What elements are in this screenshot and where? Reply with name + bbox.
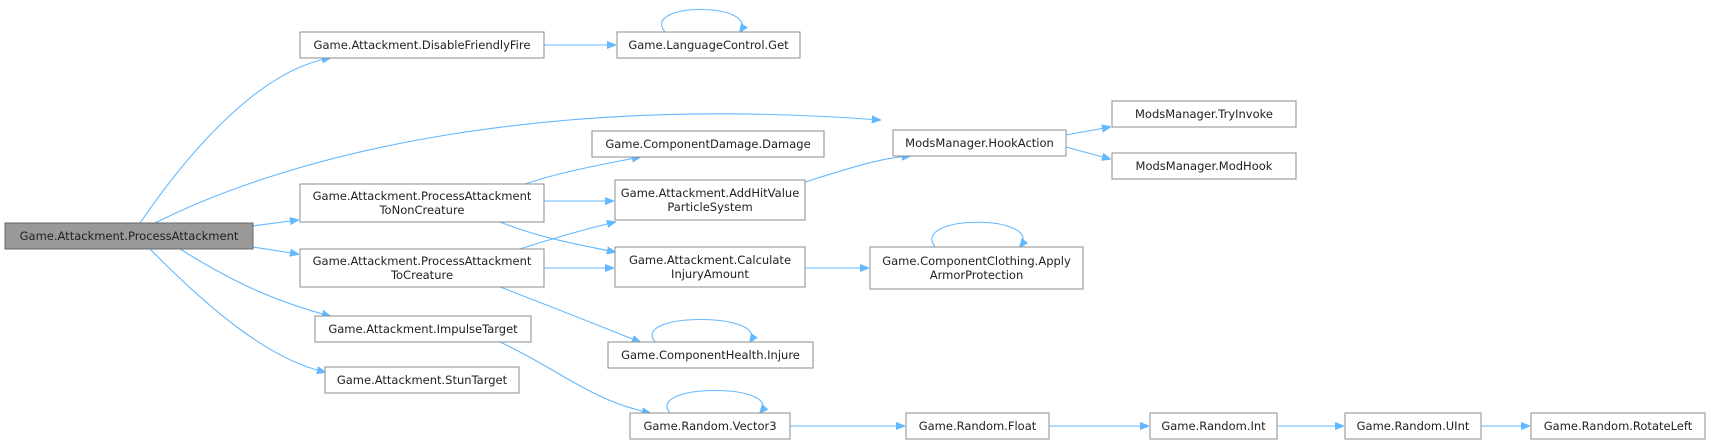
node-box[interactable] (1111, 100, 1297, 128)
node-label: Game.Attackment.StunTarget (337, 373, 508, 387)
edge-root-to-pnc (252, 220, 298, 227)
node-imp[interactable]: Game.Attackment.ImpulseTarget (314, 315, 532, 343)
edge-hook-to-tryinv (1065, 127, 1110, 136)
node-label: Game.ComponentHealth.Injure (621, 348, 800, 362)
node-ahv[interactable]: Game.Attackment.AddHitValueParticleSyste… (614, 179, 806, 221)
node-hook[interactable]: ModsManager.HookAction (892, 129, 1067, 157)
node-box[interactable] (1111, 152, 1297, 180)
node-label: ToNonCreature (378, 203, 464, 217)
node-label: Game.Random.Vector3 (643, 419, 776, 433)
node-box[interactable] (629, 412, 791, 440)
edge-root-to-dff (139, 58, 330, 224)
node-label: Game.ComponentClothing.Apply (882, 254, 1071, 268)
node-box[interactable] (614, 179, 806, 221)
node-stun[interactable]: Game.Attackment.StunTarget (324, 366, 520, 394)
node-modhook[interactable]: ModsManager.ModHook (1111, 152, 1297, 180)
node-lcg[interactable]: Game.LanguageControl.Get (616, 31, 801, 59)
node-box[interactable] (4, 222, 254, 250)
node-label: Game.Attackment.AddHitValue (621, 186, 800, 200)
nodes-layer: Game.Attackment.ProcessAttackmentGame.At… (4, 31, 1706, 440)
node-chi[interactable]: Game.ComponentHealth.Injure (607, 341, 814, 369)
edge-pc-to-ahv (519, 222, 615, 250)
node-ru[interactable]: Game.Random.UInt (1344, 412, 1482, 440)
edge-hook-to-modhook (1065, 146, 1110, 159)
edge-root-to-stun (149, 248, 325, 372)
node-box[interactable] (314, 315, 532, 343)
node-root[interactable]: Game.Attackment.ProcessAttackment (4, 222, 254, 250)
edges-layer (139, 8, 1529, 427)
node-box[interactable] (591, 130, 825, 158)
node-label: Game.Random.RotateLeft (1544, 419, 1693, 433)
edge-pnc-to-cdd (524, 157, 640, 185)
node-rv3[interactable]: Game.Random.Vector3 (629, 412, 791, 440)
node-rf[interactable]: Game.Random.Float (905, 412, 1050, 440)
node-tryinv[interactable]: ModsManager.TryInvoke (1111, 100, 1297, 128)
node-label: Game.ComponentDamage.Damage (605, 137, 810, 151)
node-box[interactable] (616, 31, 801, 59)
node-label: ModsManager.ModHook (1136, 159, 1273, 173)
node-box[interactable] (299, 183, 545, 223)
edge-armor-to-armor (931, 221, 1023, 247)
edge-pnc-to-cia (499, 221, 615, 252)
node-label: ModsManager.HookAction (905, 136, 1054, 150)
node-label: ModsManager.TryInvoke (1135, 107, 1273, 121)
node-rrl[interactable]: Game.Random.RotateLeft (1530, 412, 1706, 440)
node-box[interactable] (607, 341, 814, 369)
edge-imp-to-rv3 (499, 341, 650, 413)
node-box[interactable] (1344, 412, 1482, 440)
node-label: Game.Attackment.ProcessAttackment (313, 189, 532, 203)
node-label: Game.Random.Int (1161, 419, 1266, 433)
node-box[interactable] (614, 246, 806, 288)
node-box[interactable] (324, 366, 520, 394)
node-box[interactable] (1530, 412, 1706, 440)
edge-ahv-to-hook (804, 156, 910, 183)
edge-root-to-imp (179, 248, 330, 316)
node-label: ToCreature (390, 268, 453, 282)
node-box[interactable] (869, 246, 1084, 290)
node-box[interactable] (905, 412, 1050, 440)
edge-root-to-pc (252, 246, 298, 254)
node-box[interactable] (892, 129, 1067, 157)
edge-rv3-to-rv3 (666, 390, 763, 414)
node-box[interactable] (1149, 412, 1278, 440)
edge-lcg-to-lcg (661, 8, 743, 33)
node-pnc[interactable]: Game.Attackment.ProcessAttackmentToNonCr… (299, 183, 545, 223)
node-label: ArmorProtection (930, 268, 1024, 282)
node-box[interactable] (299, 31, 545, 59)
node-label: Game.Attackment.ProcessAttackment (313, 254, 532, 268)
node-label: Game.Attackment.DisableFriendlyFire (314, 38, 531, 52)
node-label: Game.Attackment.Calculate (629, 253, 791, 267)
node-label: Game.Attackment.ImpulseTarget (328, 322, 518, 336)
node-label: Game.Random.Float (919, 419, 1037, 433)
node-label: Game.Random.UInt (1357, 419, 1470, 433)
node-label: InjuryAmount (671, 267, 749, 281)
node-pc[interactable]: Game.Attackment.ProcessAttackmentToCreat… (299, 248, 545, 288)
node-cdd[interactable]: Game.ComponentDamage.Damage (591, 130, 825, 158)
edge-pc-to-chi (499, 286, 640, 342)
node-armor[interactable]: Game.ComponentClothing.ApplyArmorProtect… (869, 246, 1084, 290)
edge-chi-to-chi (651, 319, 752, 343)
node-label: Game.Attackment.ProcessAttackment (20, 229, 239, 243)
node-box[interactable] (299, 248, 545, 288)
node-label: ParticleSystem (667, 200, 752, 214)
node-dff[interactable]: Game.Attackment.DisableFriendlyFire (299, 31, 545, 59)
node-ri[interactable]: Game.Random.Int (1149, 412, 1278, 440)
edge-root-to-hook (154, 113, 880, 224)
node-label: Game.LanguageControl.Get (628, 38, 789, 52)
